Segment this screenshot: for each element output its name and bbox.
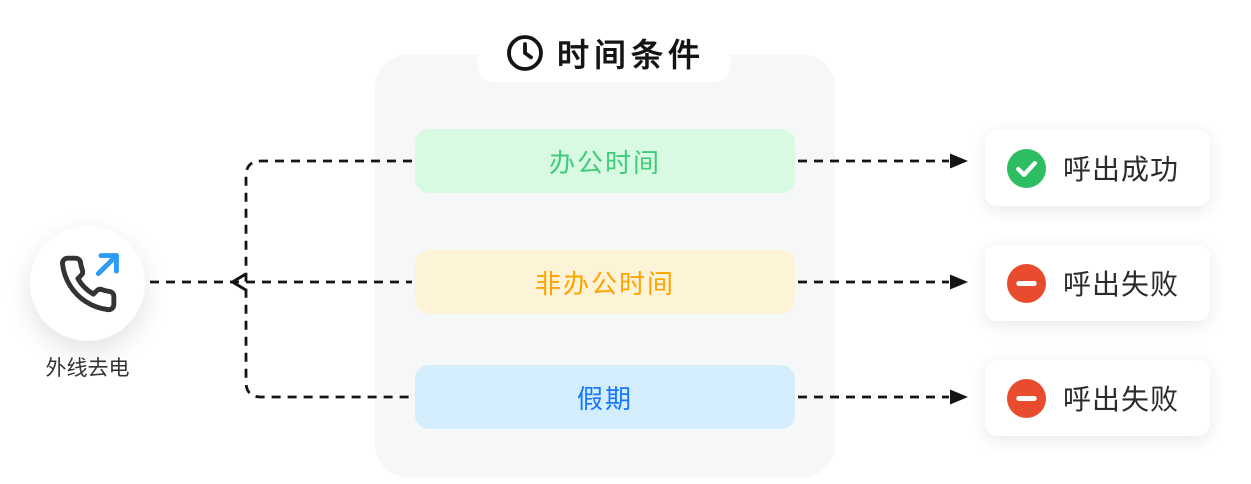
- condition-non-office-hours[interactable]: 非办公时间: [415, 250, 795, 314]
- result-label: 呼出失败: [1063, 384, 1180, 415]
- clock-icon: [507, 35, 543, 71]
- arrowhead-icon-1: [950, 153, 968, 169]
- condition-holiday[interactable]: 假期: [415, 365, 795, 429]
- condition-label: 假期: [576, 383, 633, 414]
- result-label: 呼出失败: [1063, 269, 1180, 300]
- panel-title: 时间条件: [415, 30, 795, 76]
- outgoing-call-icon: [59, 252, 119, 312]
- result-card-failure-1[interactable]: 呼出失败: [985, 245, 1210, 321]
- result-card-failure-2[interactable]: 呼出失败: [985, 360, 1210, 436]
- result-label: 呼出成功: [1063, 154, 1180, 185]
- junction-arrowhead-icon: [231, 273, 247, 291]
- condition-label: 非办公时间: [534, 268, 675, 299]
- check-circle-icon: [1007, 148, 1046, 188]
- condition-office-hours[interactable]: 办公时间: [415, 129, 795, 193]
- result-card-success[interactable]: 呼出成功: [985, 130, 1210, 206]
- minus-circle-icon: [1007, 263, 1046, 303]
- outbound-call-node[interactable]: [30, 226, 145, 341]
- panel-title-label: 时间条件: [556, 37, 705, 73]
- minus-circle-icon: [1007, 378, 1046, 418]
- source-label: 外线去电: [45, 357, 130, 380]
- condition-label: 办公时间: [548, 147, 661, 178]
- arrowhead-icon-3: [950, 389, 968, 405]
- arrowhead-icon-2: [950, 274, 968, 290]
